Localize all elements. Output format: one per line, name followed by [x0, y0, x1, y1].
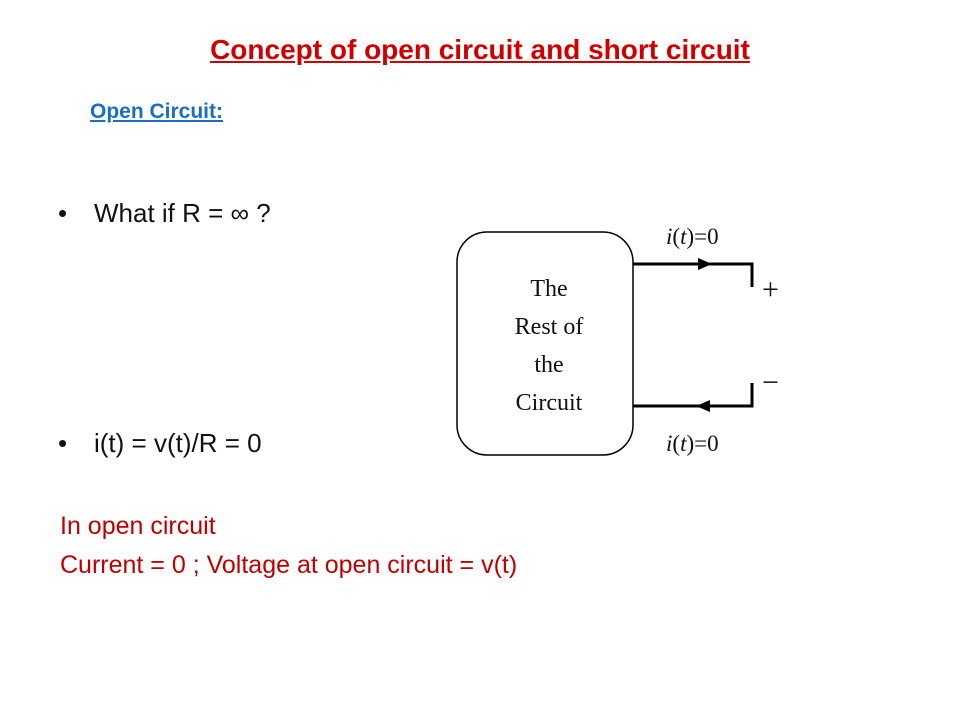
bottom-current-label: i(t)=0 — [666, 431, 719, 456]
section-subtitle: Open Circuit: — [90, 100, 224, 123]
box-label-line: The — [530, 276, 567, 302]
bullet-item: • What if R = ∞ ? — [58, 198, 271, 229]
slide-title: Concept of open circuit and short circui… — [210, 34, 750, 65]
box-label-line: the — [534, 352, 563, 378]
note-line: In open circuit — [60, 512, 216, 540]
current-arrow-left-icon — [696, 400, 710, 412]
box-label-line: Circuit — [516, 390, 583, 416]
bullet-text: What if R = ∞ ? — [94, 198, 271, 228]
current-arrow-right-icon — [698, 258, 712, 270]
note-line: Current = 0 ; Voltage at open circuit = … — [60, 551, 518, 579]
bullet-item: • i(t) = v(t)/R = 0 — [58, 428, 262, 459]
top-wire — [633, 262, 754, 287]
top-current-label: i(t)=0 — [666, 224, 719, 249]
bottom-wire — [633, 383, 754, 408]
bullet-text: i(t) = v(t)/R = 0 — [94, 428, 262, 458]
box-label-line: Rest of — [515, 314, 584, 340]
bullet-dot: • — [58, 198, 68, 228]
minus-terminal-label: − — [762, 366, 779, 399]
plus-terminal-label: + — [762, 273, 779, 306]
bullet-dot: • — [58, 428, 68, 458]
circuit-box — [456, 231, 634, 456]
